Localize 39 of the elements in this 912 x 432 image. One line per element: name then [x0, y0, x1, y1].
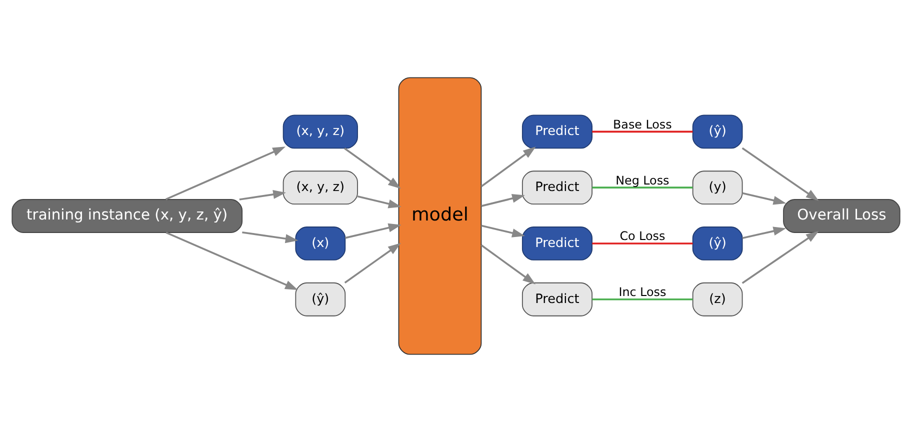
- node-box: Predict: [522, 170, 592, 205]
- arrow: [166, 232, 298, 290]
- edge-label: Co Loss: [620, 229, 666, 244]
- arrow: [742, 147, 819, 201]
- connector: [592, 298, 693, 300]
- node-box: model: [398, 77, 482, 355]
- connector: [592, 130, 693, 133]
- arrow: [480, 244, 536, 284]
- arrow: [165, 146, 286, 200]
- node-box: (x): [295, 226, 346, 260]
- node-box: (y): [692, 170, 743, 205]
- arrow: [239, 190, 286, 200]
- arrow: [480, 146, 536, 188]
- node-box: (ŷ): [295, 282, 346, 316]
- arrow: [344, 243, 401, 284]
- edge-label: Base Loss: [613, 117, 672, 132]
- connector: [592, 242, 693, 244]
- node-box: Predict: [522, 226, 592, 260]
- node-box: (x, y, z): [282, 114, 358, 149]
- arrow: [344, 148, 401, 189]
- connector: [592, 186, 693, 189]
- node-box: training instance (x, y, z, ŷ): [12, 199, 243, 233]
- arrow: [357, 195, 402, 208]
- arrow: [742, 226, 786, 239]
- arrow: [742, 230, 819, 284]
- edge-label: Neg Loss: [616, 173, 670, 188]
- node-box: Overall Loss: [783, 199, 900, 233]
- node-box: Predict: [522, 114, 592, 149]
- arrow: [481, 194, 525, 207]
- arrow: [742, 192, 786, 205]
- node-box: (x, y, z): [282, 170, 358, 205]
- node-box: Predict: [522, 282, 592, 316]
- node-box: (ŷ): [692, 114, 743, 149]
- edge-label: Inc Loss: [618, 285, 666, 300]
- node-box: (z): [692, 282, 743, 316]
- arrow: [242, 231, 298, 244]
- arrow: [344, 223, 402, 239]
- arrow: [481, 224, 525, 238]
- node-box: (ŷ): [692, 226, 743, 260]
